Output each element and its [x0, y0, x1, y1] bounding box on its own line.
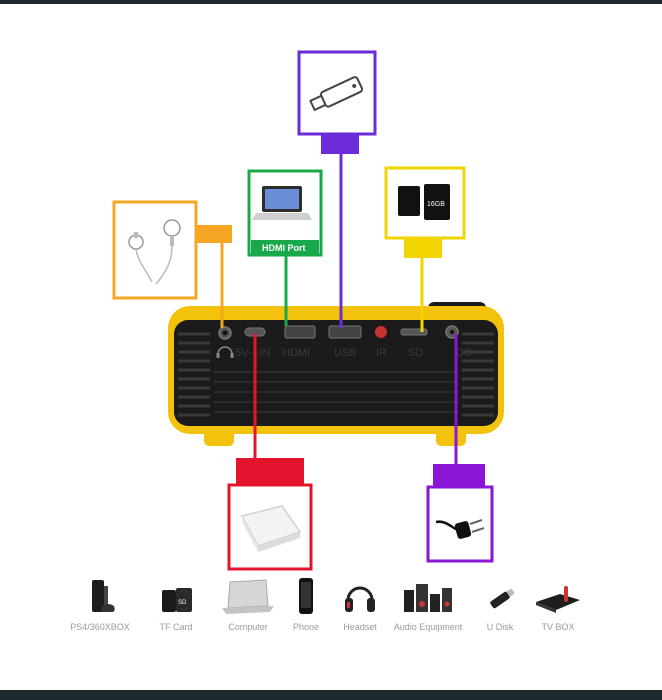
usb-drive-icon [309, 76, 364, 112]
tf-card-icon: SD [162, 588, 192, 612]
usb-callout [297, 50, 377, 154]
device-label: TF Card [159, 622, 193, 632]
violet-callout-box [426, 485, 494, 563]
ir-receiver [375, 326, 387, 338]
device-item-phone: Phone [266, 572, 346, 632]
usb-port [328, 325, 362, 339]
device-label: Audio Equipment [393, 622, 463, 632]
device-label: Computer [228, 622, 268, 632]
phone-icon [299, 578, 313, 614]
usb-drive-icon [490, 588, 515, 609]
device-label: Phone [292, 622, 320, 632]
tv-box-icon [536, 586, 580, 613]
bottom-frame-bar [0, 690, 662, 700]
power-plug-icon [435, 519, 485, 539]
port-label-hdmi: HDMI [282, 347, 310, 359]
power-callout [227, 458, 313, 571]
sd-card-icon: 16GB [398, 184, 450, 220]
dc-callout [426, 464, 494, 563]
device-item-console: PS4/360XBOX [60, 572, 140, 632]
svg-text:SD: SD [178, 600, 187, 606]
sd-card-capacity: 16GB [427, 201, 445, 208]
device-label: U Disk [486, 622, 514, 632]
speaker-icon [404, 584, 452, 612]
earphone-callout [112, 200, 232, 300]
laptop-icon [252, 186, 312, 220]
device-item-tf-card: SD TF Card [136, 572, 216, 632]
compatible-devices-strip: PS4/360XBOX SD TF Card Computer Phon [60, 572, 620, 642]
projector-foot-right [436, 428, 466, 446]
device-label: PS4/360XBOX [70, 622, 130, 632]
hdmi-port [284, 325, 316, 339]
green-tab [251, 240, 319, 254]
power-bank-icon [240, 505, 302, 552]
earphones-icon [128, 219, 181, 285]
device-label: TV BOX [541, 622, 575, 632]
headset-icon [345, 586, 375, 612]
device-item-audio: Audio Equipment [388, 572, 468, 632]
connector-lines [196, 154, 458, 464]
projector-foot-left [204, 428, 234, 446]
yellow-tab [404, 238, 442, 258]
game-console-icon [92, 580, 115, 612]
device-item-computer: Computer [208, 572, 288, 632]
port-label-power: 5V—IN [235, 347, 271, 359]
sd-callout: 16GB [384, 166, 466, 258]
port-label-ir: IR [376, 347, 387, 359]
hdmi-callout: HDMI Port [247, 169, 323, 257]
purple-tab [321, 134, 359, 154]
device-label: Headset [343, 622, 377, 632]
device-item-tv-box: TV BOX [518, 572, 598, 632]
orange-tab [196, 225, 232, 243]
device-item-headset: Headset [320, 572, 400, 632]
red-tab [236, 458, 304, 486]
headphone-icon [216, 346, 234, 358]
hdmi-port-tag: HDMI Port [262, 243, 306, 253]
violet-tab [433, 464, 485, 488]
orange-callout-box [112, 200, 198, 300]
left-vent [178, 332, 210, 417]
port-label-dc: DC [456, 347, 472, 359]
device-item-u-disk: U Disk [460, 572, 540, 632]
laptop-icon [222, 579, 274, 614]
port-label-sd: SD [408, 347, 423, 359]
top-frame-bar [0, 0, 662, 4]
right-vent [462, 332, 494, 417]
audio-jack-hole [222, 330, 228, 336]
port-label-usb: USB [334, 347, 357, 359]
projector: 5V—IN HDMI USB IR SD DC [168, 302, 504, 446]
dc-in-hole [450, 330, 454, 334]
